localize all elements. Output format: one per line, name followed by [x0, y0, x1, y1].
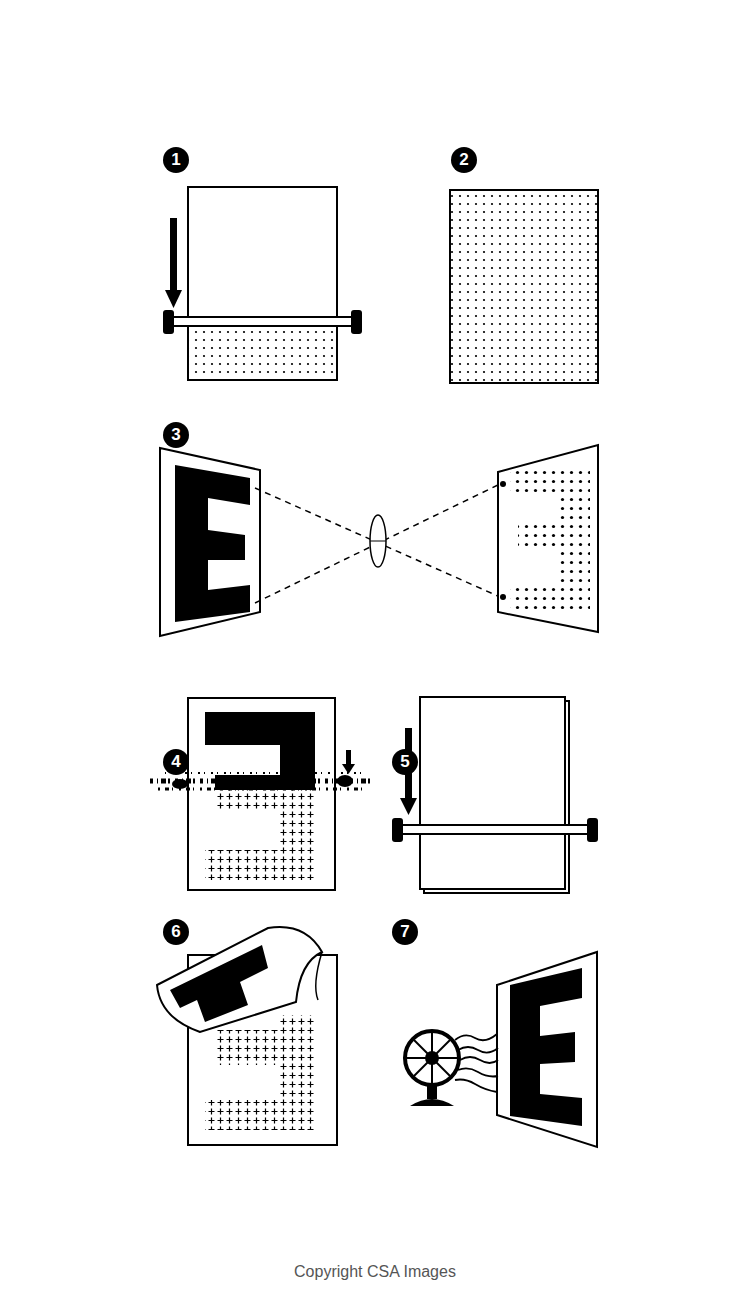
- transfer-panel: [392, 697, 598, 893]
- callout-number: 1: [163, 147, 189, 173]
- copyright-watermark: Copyright CSA Images: [294, 1263, 456, 1281]
- toner-panel: [150, 698, 372, 890]
- peel-panel: [157, 927, 337, 1145]
- callout-number: 3: [163, 422, 189, 448]
- callout-number: 2: [451, 147, 477, 173]
- charged-plate: [450, 190, 598, 383]
- callout-number: 7: [392, 919, 418, 945]
- callout-number: 6: [163, 919, 189, 945]
- fusing-panel: [405, 952, 597, 1147]
- exposure-panel: [160, 445, 598, 636]
- callout-number: 5: [392, 749, 418, 775]
- callout-number: 4: [163, 749, 189, 775]
- charging-panel: [163, 187, 362, 380]
